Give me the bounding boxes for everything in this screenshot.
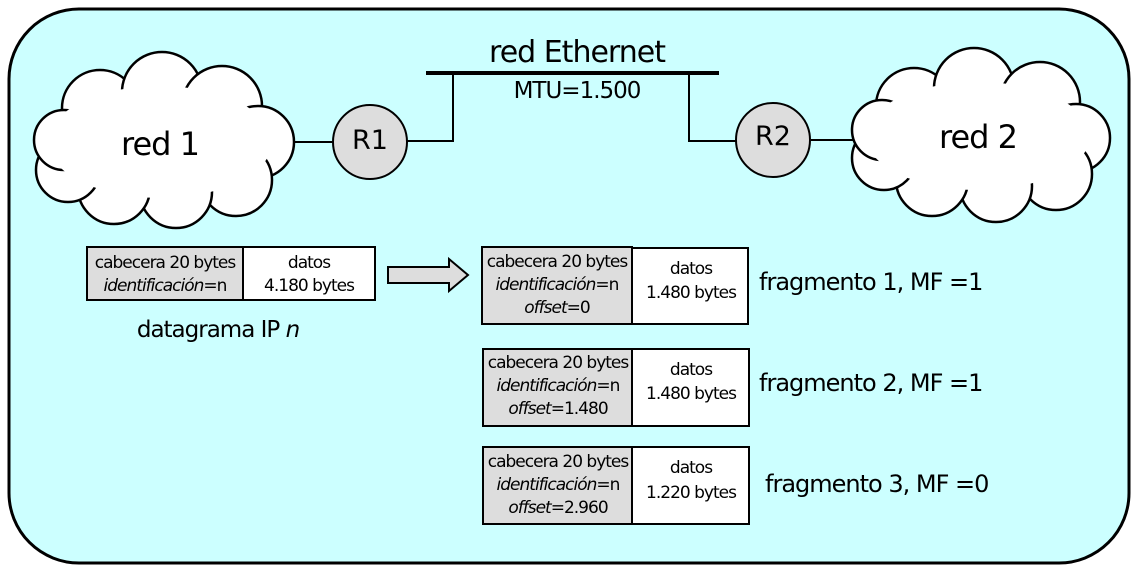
fragment-3-header-line3: offset=2.960 [508,498,607,518]
fragment-3-header-line1: cabecera 20 bytes [488,452,630,472]
fragment-2-header-box [482,348,633,427]
fragmentation-arrow [387,256,470,294]
datagram-header-line1: cabecera 20 bytes [95,253,237,273]
fragment-1-label: fragmento 1, MF =1 [759,268,982,296]
cloud-red-1-label: red 1 [121,125,199,163]
fragment-2-header-line1: cabecera 20 bytes [488,353,630,373]
fragment-1-header-line2: identificación=n [496,275,619,295]
fragment-1-data-line1: datos [670,259,713,279]
fragment-3-data-box [631,446,750,525]
fragment-2-data-line1: datos [670,360,713,380]
fragment-3: cabecera 20 bytes identificación=n offse… [482,446,989,525]
original-datagram: cabecera 20 bytes identificación=n datos… [86,246,376,343]
fragment-1-data-box [631,247,749,325]
fragment-3-header-box [482,446,633,525]
fragment-1-header-box [481,246,633,325]
cloud-red-1: red 1 [32,50,296,230]
fragment-1-header-line3: offset=0 [524,298,590,318]
fragment-1-header-line1: cabecera 20 bytes [487,252,629,272]
fragment-2-label: fragmento 2, MF =1 [759,369,982,397]
link-ethernet-r2 [688,73,737,142]
fragment-1: cabecera 20 bytes identificación=n offse… [481,246,983,325]
fragment-1-data-line2: 1.480 bytes [646,283,737,303]
ethernet-label: red Ethernet [489,35,666,70]
cloud-red-2: red 2 [850,46,1112,224]
fragment-3-header-line2: identificación=n [497,475,620,495]
cloud-red-2-label: red 2 [939,118,1017,156]
fragment-3-data-line2: 1.220 bytes [646,483,737,503]
fragment-2: cabecera 20 bytes identificación=n offse… [482,348,983,427]
router-r2-label: R2 [755,121,791,152]
mtu-label: MTU=1.500 [514,78,641,104]
datagram-data-line1: datos [288,253,331,273]
fragment-2-header-line2: identificación=n [497,376,620,396]
fragment-3-data-line1: datos [670,458,713,478]
datagram-header-line2: identificación=n [104,276,227,296]
fragment-2-data-box [631,348,750,427]
link-r1-ethernet [407,73,454,142]
datagram-data-line2: 4.180 bytes [264,276,355,296]
router-r1-label: R1 [352,125,388,156]
datagram-caption: datagrama IP n [137,317,300,343]
router-r2: R2 [735,102,811,178]
router-r1: R1 [332,104,408,180]
datagram-header-box [86,246,244,301]
fragment-2-data-line2: 1.480 bytes [646,384,737,404]
fragment-2-header-line3: offset=1.480 [508,399,607,419]
datagram-data-box [242,246,376,301]
fragment-3-label: fragmento 3, MF =0 [765,470,988,498]
